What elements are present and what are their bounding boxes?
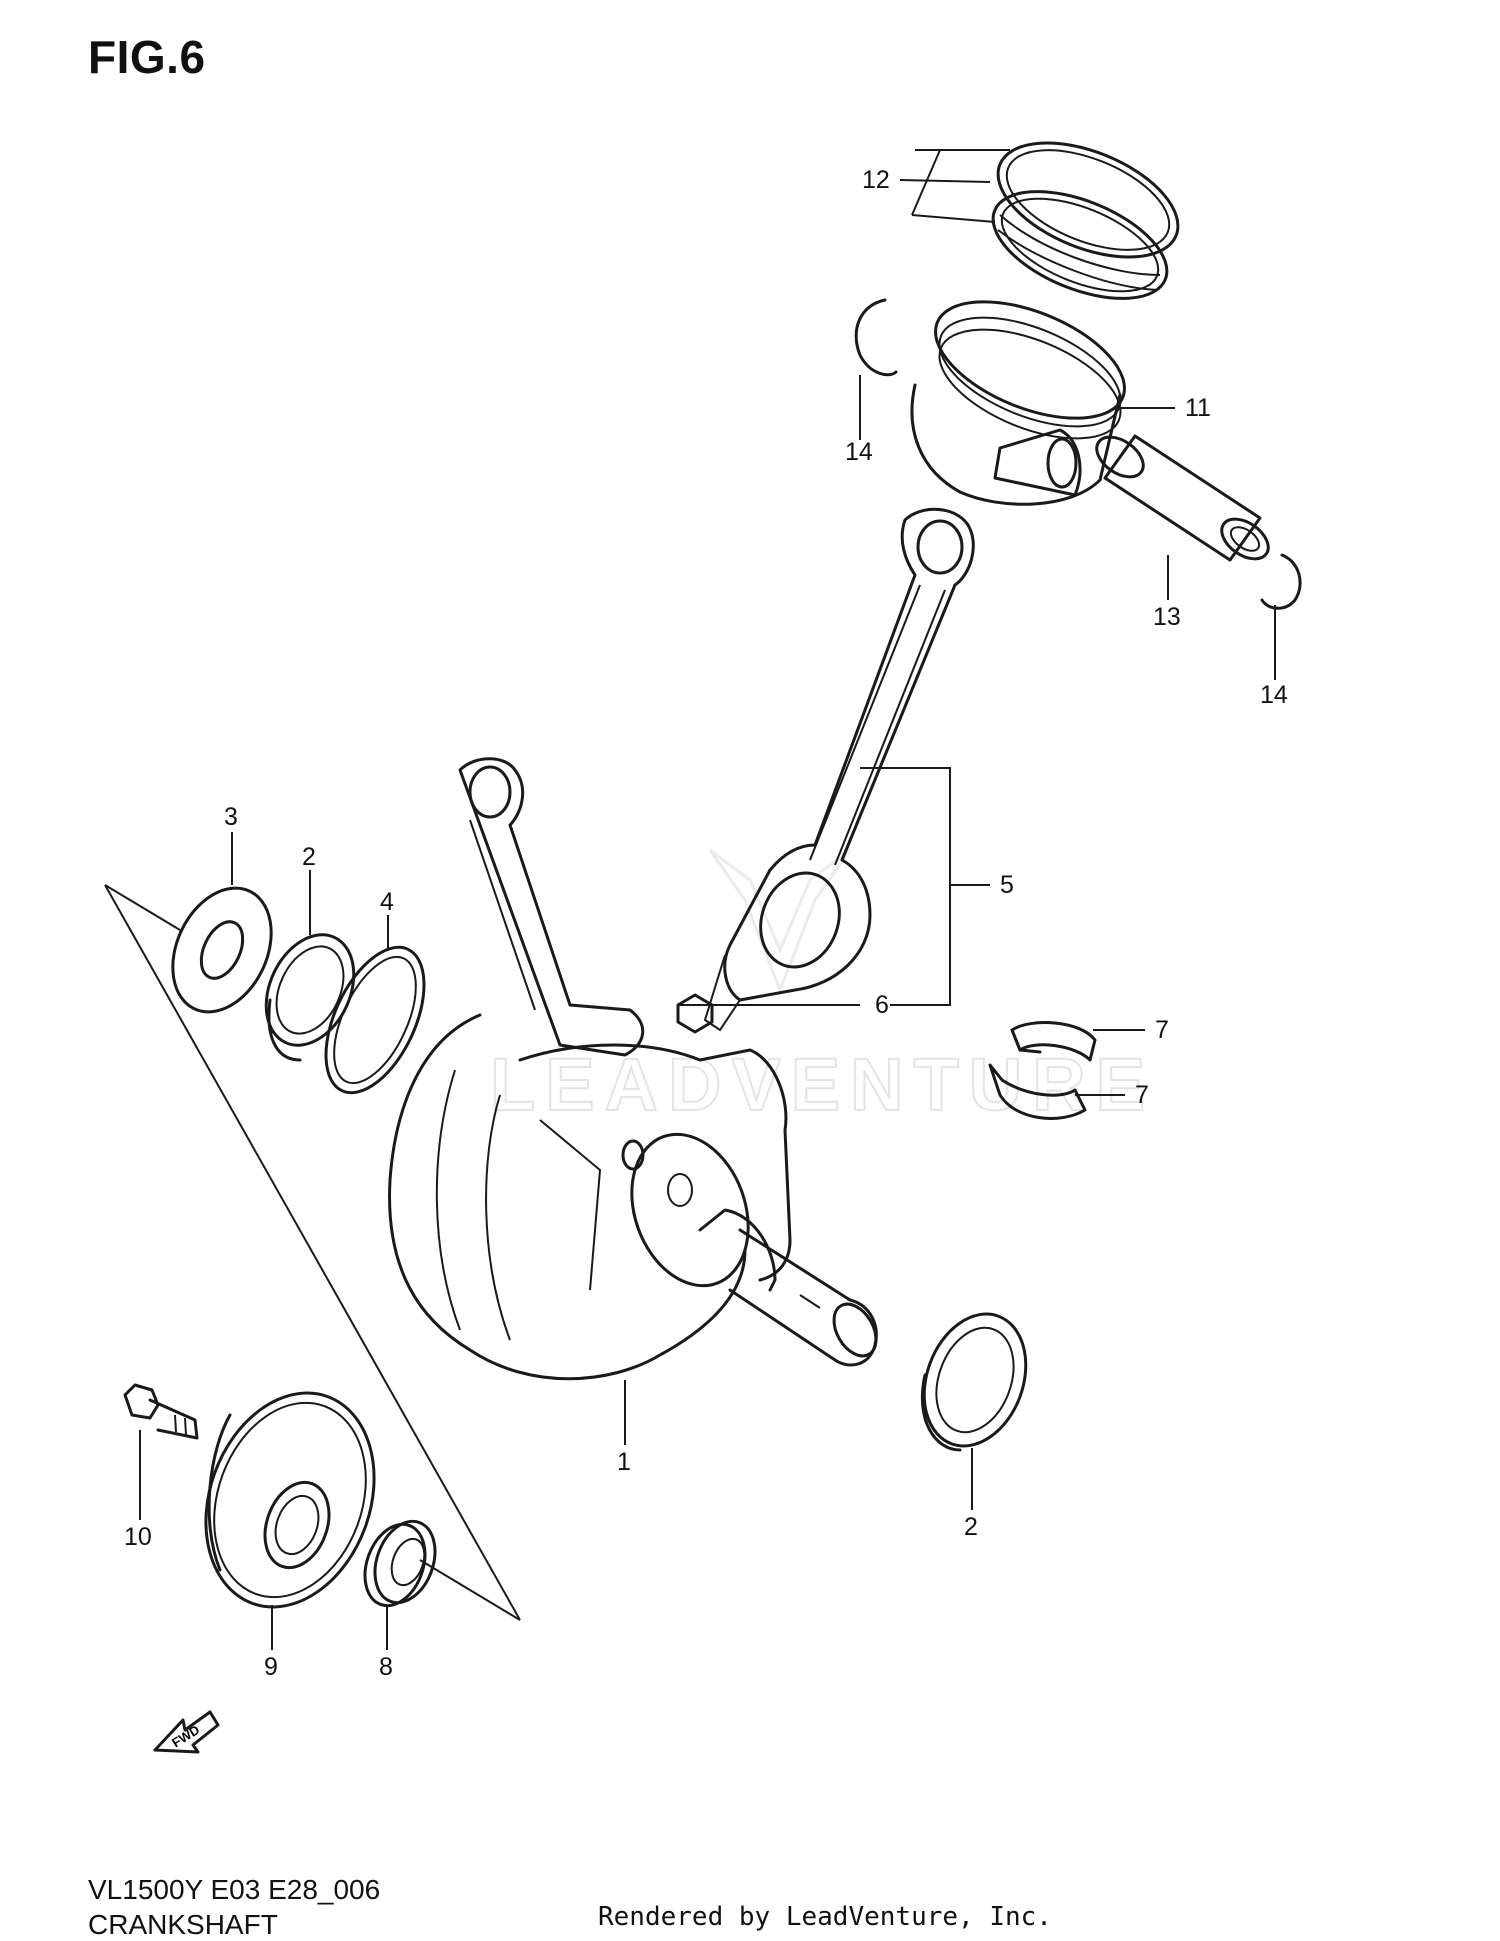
- callout-8: 8: [379, 1653, 393, 1681]
- callout-11: 11: [1185, 394, 1211, 422]
- callout-13: 13: [1153, 603, 1181, 631]
- con-rod-bearings: [988, 1021, 1097, 1120]
- fwd-label: FWD: [169, 1722, 202, 1750]
- main-bearing-left: [264, 933, 356, 1062]
- crank-timing-gear: [363, 1519, 437, 1608]
- main-bearing-right: [920, 1312, 1028, 1452]
- watermark-text: LEADVENTURE: [490, 1043, 1155, 1126]
- piston-pin: [1095, 434, 1270, 562]
- section-name: CRANKSHAFT: [88, 1909, 278, 1940]
- circlip-lower: [1260, 553, 1302, 610]
- callout-9: 9: [264, 1653, 278, 1681]
- gear-bolt: [123, 1383, 199, 1440]
- callout-2-left: 2: [302, 843, 316, 871]
- model-code: VL1500Y E03 E28_006: [88, 1874, 381, 1905]
- callout-labels: 12 11 14 13 14 3 2 4 5 6 7 7 1 2 10 9 8: [124, 166, 1288, 1681]
- callout-7-lower: 7: [1135, 1081, 1149, 1109]
- callout-7-upper: 7: [1155, 1016, 1169, 1044]
- render-credit: Rendered by LeadVenture, Inc.: [598, 1902, 1052, 1932]
- connecting-rod-upper: [703, 507, 975, 1032]
- forward-direction-arrow: FWD: [153, 1710, 220, 1754]
- piston: [910, 300, 1126, 506]
- callout-2-right: 2: [964, 1513, 978, 1541]
- con-rod-nut: [676, 993, 714, 1034]
- figure-title: FIG.6: [88, 31, 206, 83]
- callout-1: 1: [617, 1448, 631, 1476]
- callout-6: 6: [875, 991, 889, 1019]
- callout-14-lower: 14: [1260, 681, 1288, 709]
- callout-4: 4: [380, 888, 394, 916]
- watermark-logo-icon: [708, 848, 852, 995]
- callout-3: 3: [224, 803, 238, 831]
- callout-12: 12: [862, 166, 890, 194]
- piston-rings: [991, 141, 1180, 300]
- leader-lines: [139, 149, 1276, 1650]
- primary-drive-gear: [204, 1391, 376, 1609]
- circlip-upper: [854, 298, 898, 377]
- callout-10: 10: [124, 1523, 152, 1551]
- thrust-shim: [324, 945, 426, 1095]
- crankshaft: [388, 757, 878, 1381]
- thrust-washer: [171, 886, 273, 1014]
- callout-14-upper: 14: [845, 438, 873, 466]
- assembly-axis-line: [104, 884, 521, 1621]
- callout-5: 5: [1000, 871, 1014, 899]
